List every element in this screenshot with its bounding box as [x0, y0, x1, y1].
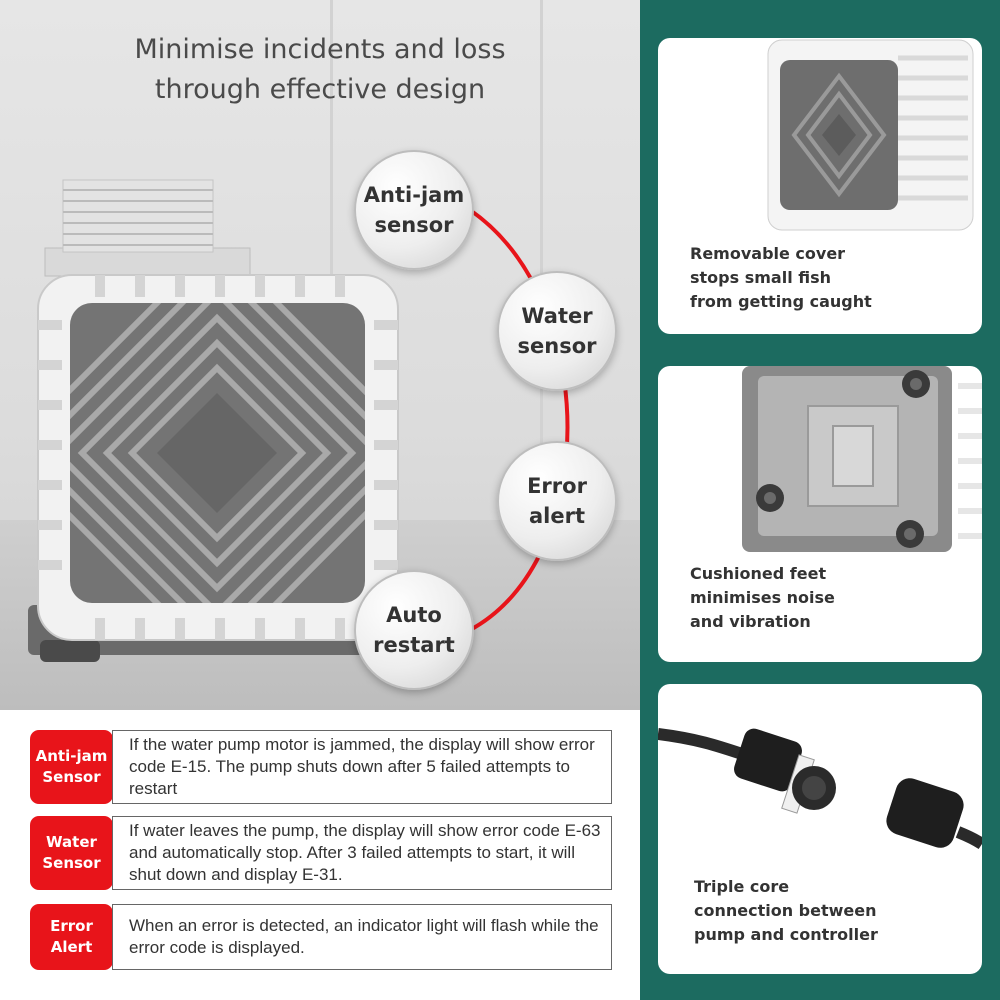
feature-label: Error alert: [527, 474, 587, 528]
card-caption: Triple core connection between pump and …: [694, 877, 878, 944]
detail-description-box: If the water pump motor is jammed, the d…: [112, 730, 612, 804]
side-panel: Removable cover stops small fish from ge…: [640, 0, 1000, 1000]
water-sensor-detail-row: Water Sensor If water leaves the pump, t…: [30, 816, 612, 890]
anti-jam-sensor-bubble: Anti-jam sensor: [354, 150, 474, 270]
detail-text: If water leaves the pump, the display wi…: [129, 821, 601, 884]
detail-description-box: If water leaves the pump, the display wi…: [112, 816, 612, 890]
pump-illustration: [28, 179, 570, 662]
connector-cable-icon: [658, 728, 982, 850]
side-card-cushioned-feet: Cushioned feet minimises noise and vibra…: [658, 366, 982, 662]
detail-text: If the water pump motor is jammed, the d…: [129, 735, 595, 798]
anti-jam-detail-row: Anti-jam Sensor If the water pump motor …: [30, 730, 612, 804]
feature-label: Auto restart: [373, 603, 455, 657]
detail-badge: Anti-jam Sensor: [30, 730, 113, 804]
product-scene: Minimise incidents and loss through effe…: [0, 0, 640, 710]
pump-base-icon: [742, 366, 982, 552]
side-card-triple-core: Triple core connection between pump and …: [658, 684, 982, 974]
error-alert-detail-row: Error Alert When an error is detected, a…: [30, 904, 612, 970]
card-caption: Cushioned feet minimises noise and vibra…: [690, 564, 835, 631]
side-card-removable-cover: Removable cover stops small fish from ge…: [658, 38, 982, 334]
auto-restart-bubble: Auto restart: [354, 570, 474, 690]
feature-label: Water sensor: [517, 304, 597, 358]
detail-description-box: When an error is detected, an indicator …: [112, 904, 612, 970]
error-alert-bubble: Error alert: [497, 441, 617, 561]
pump-cover-icon: [767, 39, 974, 231]
card-caption: Removable cover stops small fish from ge…: [690, 244, 872, 311]
feature-label: Anti-jam sensor: [363, 183, 465, 237]
detail-badge: Water Sensor: [30, 816, 113, 890]
detail-badge: Error Alert: [30, 904, 113, 970]
headline: Minimise incidents and loss through effe…: [134, 34, 506, 105]
detail-text: When an error is detected, an indicator …: [129, 916, 599, 957]
water-sensor-bubble: Water sensor: [497, 271, 617, 391]
